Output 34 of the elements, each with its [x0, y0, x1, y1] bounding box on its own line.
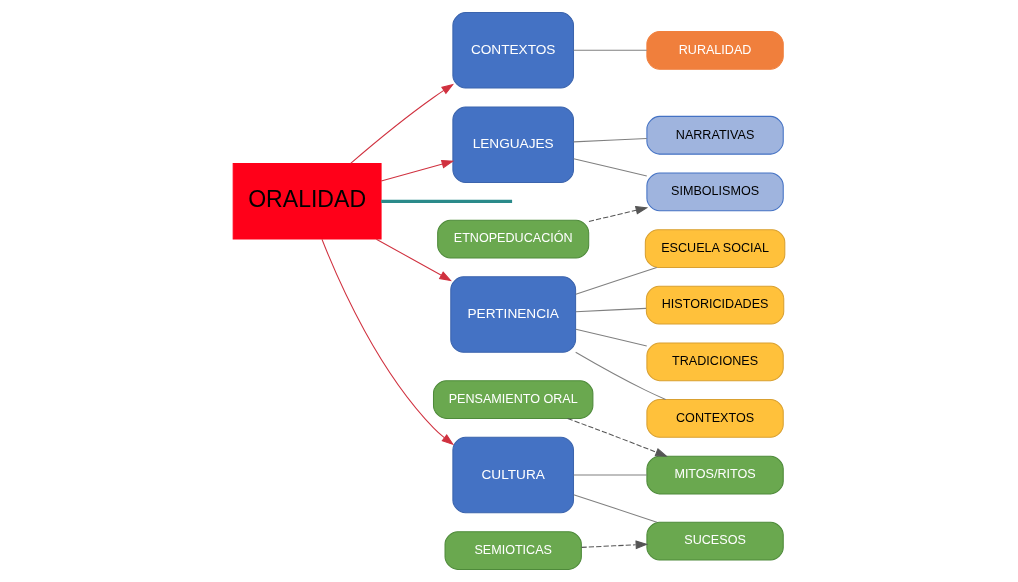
connector — [575, 328, 648, 347]
node-box: NARRATIVAS — [646, 115, 784, 155]
arrow — [375, 238, 452, 282]
node-box: MITOS/RITOS — [646, 455, 784, 495]
node-box: CULTURA — [452, 436, 574, 514]
arrow — [588, 206, 649, 222]
connector — [575, 266, 658, 295]
arrow — [350, 83, 455, 164]
node-box: ESCUELA SOCIAL — [644, 229, 786, 268]
arrow — [321, 238, 455, 446]
node-box: ORALIDAD — [232, 163, 382, 240]
connector — [575, 307, 647, 313]
node-box: SUCESOS — [646, 521, 784, 561]
connector — [573, 137, 648, 143]
node-box: PENSAMIENTO ORAL — [432, 380, 594, 419]
arrow — [567, 418, 668, 457]
connector — [573, 158, 648, 177]
arrow — [380, 159, 455, 182]
connector — [575, 351, 667, 400]
node-box: TRADICIONES — [646, 342, 784, 382]
node-box: SIMBOLISMOS — [646, 172, 784, 212]
node-box: ETNOPEDUCACIÓN — [437, 219, 590, 259]
connector — [573, 494, 658, 523]
connector — [573, 49, 648, 51]
node-box: HISTORICIDADES — [645, 285, 785, 325]
node-box: LENGUAJES — [452, 106, 574, 183]
node-box: RURALIDAD — [646, 30, 784, 70]
node-box: PERTINENCIA — [450, 276, 577, 353]
connector — [381, 199, 513, 203]
arrow — [581, 540, 649, 550]
connector — [573, 474, 648, 476]
node-box: CONTEXTOS — [646, 399, 784, 438]
node-box: CONTEXTOS — [452, 12, 574, 89]
node-box: SEMIOTICAS — [444, 531, 582, 570]
